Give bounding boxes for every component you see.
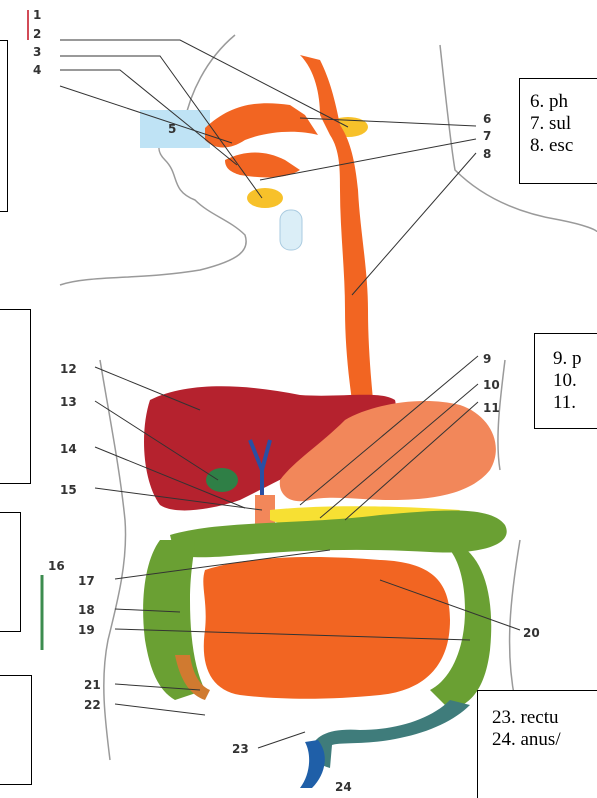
label-12: 12: [60, 362, 77, 376]
label-13: 13: [60, 395, 77, 409]
answer-box-left-4: [0, 675, 32, 785]
box-line: 8. esc: [530, 135, 597, 157]
box-line: 11.: [553, 392, 597, 414]
label-6: 6: [483, 112, 491, 126]
upper-tract: [205, 55, 375, 420]
label-8: 8: [483, 147, 491, 161]
label-3: 3: [33, 45, 41, 59]
label-17: 17: [78, 574, 95, 588]
box-line: 23. rectu: [492, 707, 597, 729]
label-20: 20: [523, 626, 540, 640]
label-11: 11: [483, 401, 500, 415]
label-24: 24: [335, 780, 352, 794]
label-14: 14: [60, 442, 77, 456]
label-15: 15: [60, 483, 77, 497]
label-7: 7: [483, 129, 491, 143]
label-22: 22: [84, 698, 101, 712]
label-21: 21: [84, 678, 101, 692]
box-line: 6. ph: [530, 91, 597, 113]
label-4: 4: [33, 63, 41, 77]
answer-box-left-1: [0, 40, 8, 212]
gallbladder: [206, 468, 238, 492]
label-1: 1: [33, 8, 41, 22]
label-2: 2: [33, 27, 41, 41]
answer-box-left-2: [0, 309, 31, 484]
label-18: 18: [78, 603, 95, 617]
answer-box-top-right: 6. ph 7. sul 8. esc: [519, 78, 597, 184]
label-19: 19: [78, 623, 95, 637]
answer-box-left-3: [0, 512, 21, 632]
label-16: 16: [48, 559, 65, 573]
answer-box-bottom-right: 23. rectu 24. anus/: [477, 690, 597, 798]
label-5: 5: [168, 122, 176, 136]
small-intestine: [203, 557, 450, 699]
answer-box-mid-right: 9. p 10. 11.: [534, 333, 597, 429]
label-23: 23: [232, 742, 249, 756]
label-10: 10: [483, 378, 500, 392]
box-line: 7. sul: [530, 113, 597, 135]
box-line: 24. anus/: [492, 729, 597, 751]
box-line: 10.: [553, 370, 597, 392]
box-line: 9. p: [553, 348, 597, 370]
anus: [300, 740, 325, 788]
label-9: 9: [483, 352, 491, 366]
rectum: [310, 700, 470, 768]
